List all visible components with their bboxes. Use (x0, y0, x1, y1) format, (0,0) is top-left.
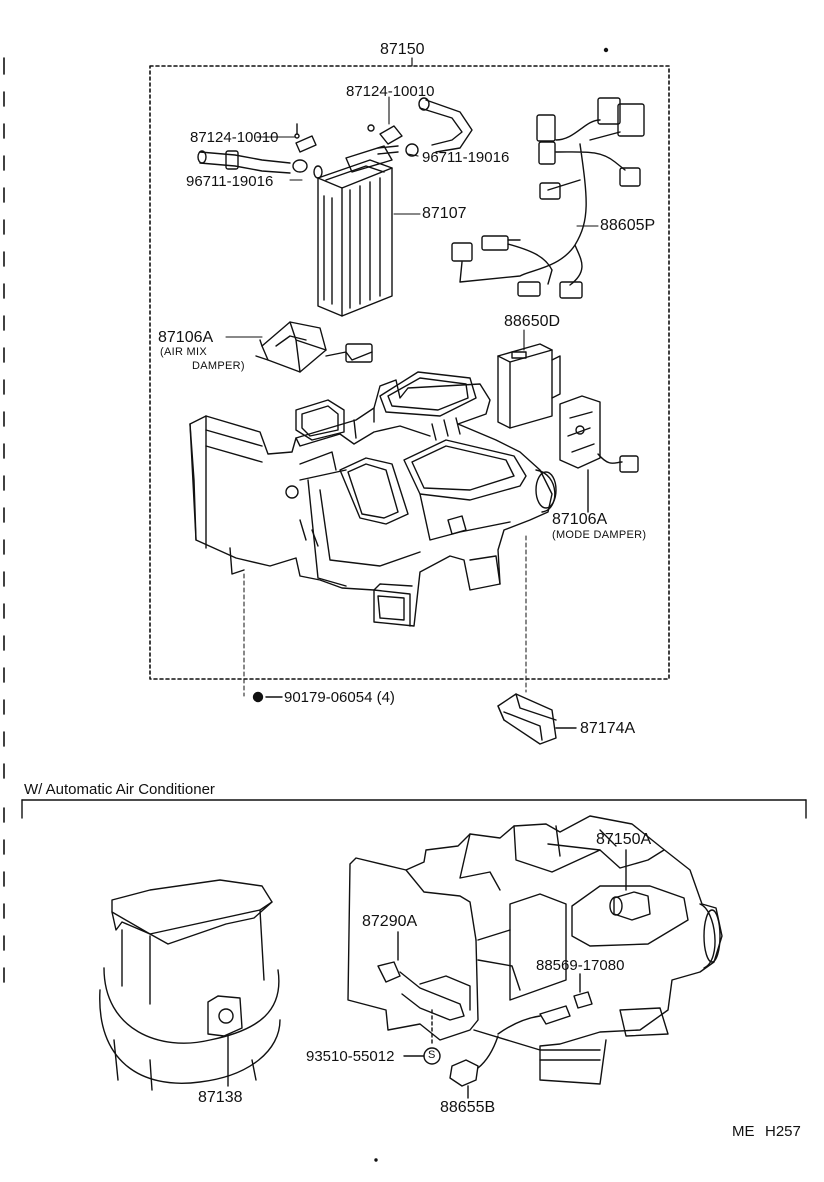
heater-core (317, 145, 393, 317)
section-title: W/ Automatic Air Conditioner (24, 781, 215, 798)
leader-lines-dashed (243, 535, 527, 697)
screw (403, 1009, 441, 1065)
heater-unit-case (189, 371, 557, 627)
label-wire-harness: 88605P (600, 217, 656, 234)
label-hose-clamp-left: 87124-10010 (190, 129, 279, 146)
footer-code-prefix: ME (732, 1123, 755, 1140)
nut (252, 691, 283, 703)
aspirator (609, 849, 651, 921)
footer-code: H257 (765, 1123, 801, 1140)
label-sensor: 87290A (362, 913, 418, 930)
clip (497, 973, 593, 1035)
air-mix-servo (255, 321, 373, 373)
connector (449, 1035, 499, 1099)
label-hose-clamp-top: 87124-10010 (346, 83, 435, 100)
auto-ac-unit (347, 815, 723, 1085)
screw-symbol: S (428, 1049, 436, 1061)
mode-servo (559, 395, 639, 513)
label-amplifier: 88650D (504, 313, 561, 330)
leader-lines (225, 96, 599, 351)
label-mode-note: (MODE DAMPER) (552, 529, 647, 541)
label-aspirator: 87150A (596, 831, 652, 848)
label-nut: 90179-06054 (4) (284, 689, 395, 706)
sensor-harness (377, 931, 471, 1021)
label-blower-motor-resistor: 87138 (198, 1089, 243, 1106)
label-connector: 88655B (440, 1099, 496, 1116)
duct (497, 693, 577, 745)
label-air-mix-servo: 87106A (158, 329, 214, 346)
label-air-mix-note-1: (AIR MIX (160, 346, 208, 358)
label-screw: 93510-55012 (306, 1048, 395, 1065)
heater-hoses (197, 97, 473, 179)
amplifier (497, 343, 561, 429)
label-clip: 88569-17080 (536, 957, 625, 974)
label-duct: 87174A (580, 720, 636, 737)
blower-unit (99, 879, 281, 1091)
label-mode-servo: 87106A (552, 511, 608, 528)
label-hose-left: 96711-19016 (186, 173, 274, 190)
label-air-mix-note-2: DAMPER) (192, 360, 245, 372)
assembly-frame (149, 65, 670, 680)
assembly-number-label: 87150 (380, 41, 425, 58)
section-divider (21, 799, 807, 819)
label-hose-right: 96711-19016 (422, 149, 510, 166)
wire-harness (451, 97, 645, 299)
label-heater-core: 87107 (422, 205, 467, 222)
